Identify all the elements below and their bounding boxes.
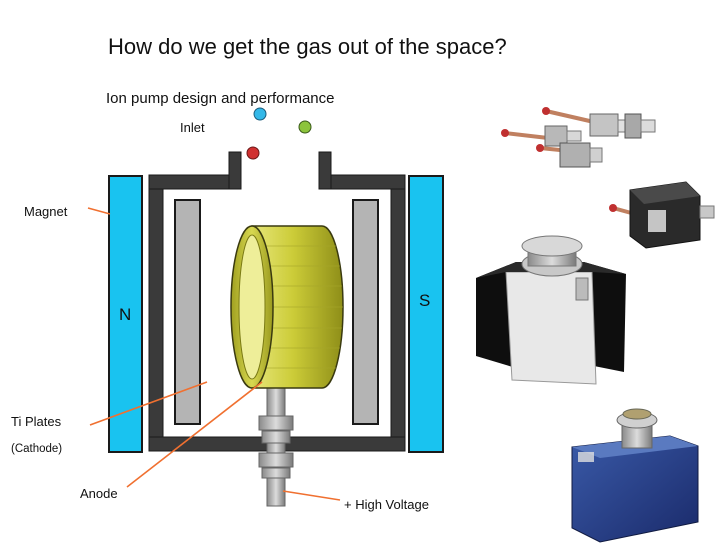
subtitle: Ion pump design and performance bbox=[106, 90, 335, 107]
gas-molecule-blue bbox=[253, 107, 267, 121]
gas-molecule-red bbox=[246, 146, 260, 160]
sealed-ion-pump-photo bbox=[609, 181, 715, 249]
magnet-north bbox=[108, 175, 143, 453]
blue-ion-pump-photo bbox=[571, 408, 699, 543]
cathode-label: (Cathode) bbox=[11, 443, 63, 455]
magnet-label: Magnet bbox=[24, 204, 68, 219]
high-voltage-feedthrough bbox=[258, 383, 294, 507]
magnet-south bbox=[408, 175, 444, 453]
anode-label: Anode bbox=[80, 486, 118, 501]
ti-plate-left bbox=[174, 199, 201, 425]
anode-cylinder bbox=[230, 225, 344, 389]
pump-housing bbox=[148, 151, 406, 452]
gas-molecule-green bbox=[298, 120, 312, 134]
page-title: How do we get the gas out of the space? bbox=[108, 34, 507, 59]
ti-plate-right bbox=[352, 199, 379, 425]
high-voltage-label: + High Voltage bbox=[344, 497, 429, 512]
inlet-label: Inlet bbox=[180, 120, 205, 135]
ti-plates-label: Ti Plates bbox=[11, 414, 62, 429]
leader-lines bbox=[87, 207, 341, 501]
large-ion-pump-photo bbox=[476, 235, 626, 385]
south-pole-label: S bbox=[419, 291, 431, 310]
small-ion-pumps-photo bbox=[501, 107, 656, 168]
north-pole-label: N bbox=[119, 305, 132, 324]
